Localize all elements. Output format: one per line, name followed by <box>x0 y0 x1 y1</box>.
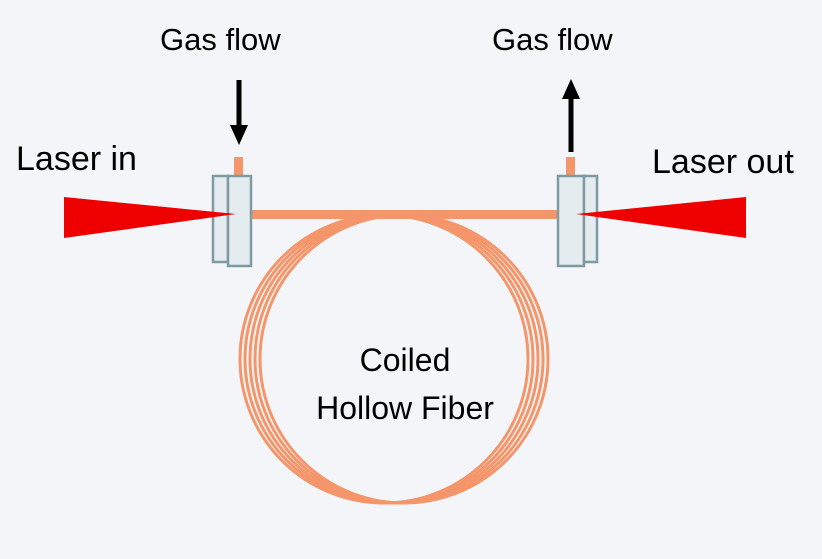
laser-input-beam <box>64 197 236 238</box>
gas-flow-out-label: Gas flow <box>492 22 613 57</box>
coil-label-line1: Coiled <box>359 342 451 378</box>
gas-out-arrow-head <box>562 79 580 99</box>
output-window <box>556 174 599 268</box>
straight-fiber <box>234 210 576 219</box>
coil-label: Coiled Hollow Fiber <box>250 336 560 432</box>
gas-flow-in-label: Gas flow <box>160 22 281 57</box>
gas-in-arrow <box>230 80 248 145</box>
gas-out-arrow <box>562 79 580 152</box>
laser-in-label: Laser in <box>16 140 137 178</box>
laser-output-beam <box>576 197 746 238</box>
input-window <box>211 174 253 268</box>
coil-label-line2: Hollow Fiber <box>316 390 494 426</box>
output-window-outer <box>582 174 599 264</box>
laser-out-label: Laser out <box>652 143 794 181</box>
output-window-inner <box>556 174 586 268</box>
gas-in-arrow-head <box>230 125 248 145</box>
input-window-outer <box>211 174 230 264</box>
input-window-inner <box>226 174 253 268</box>
